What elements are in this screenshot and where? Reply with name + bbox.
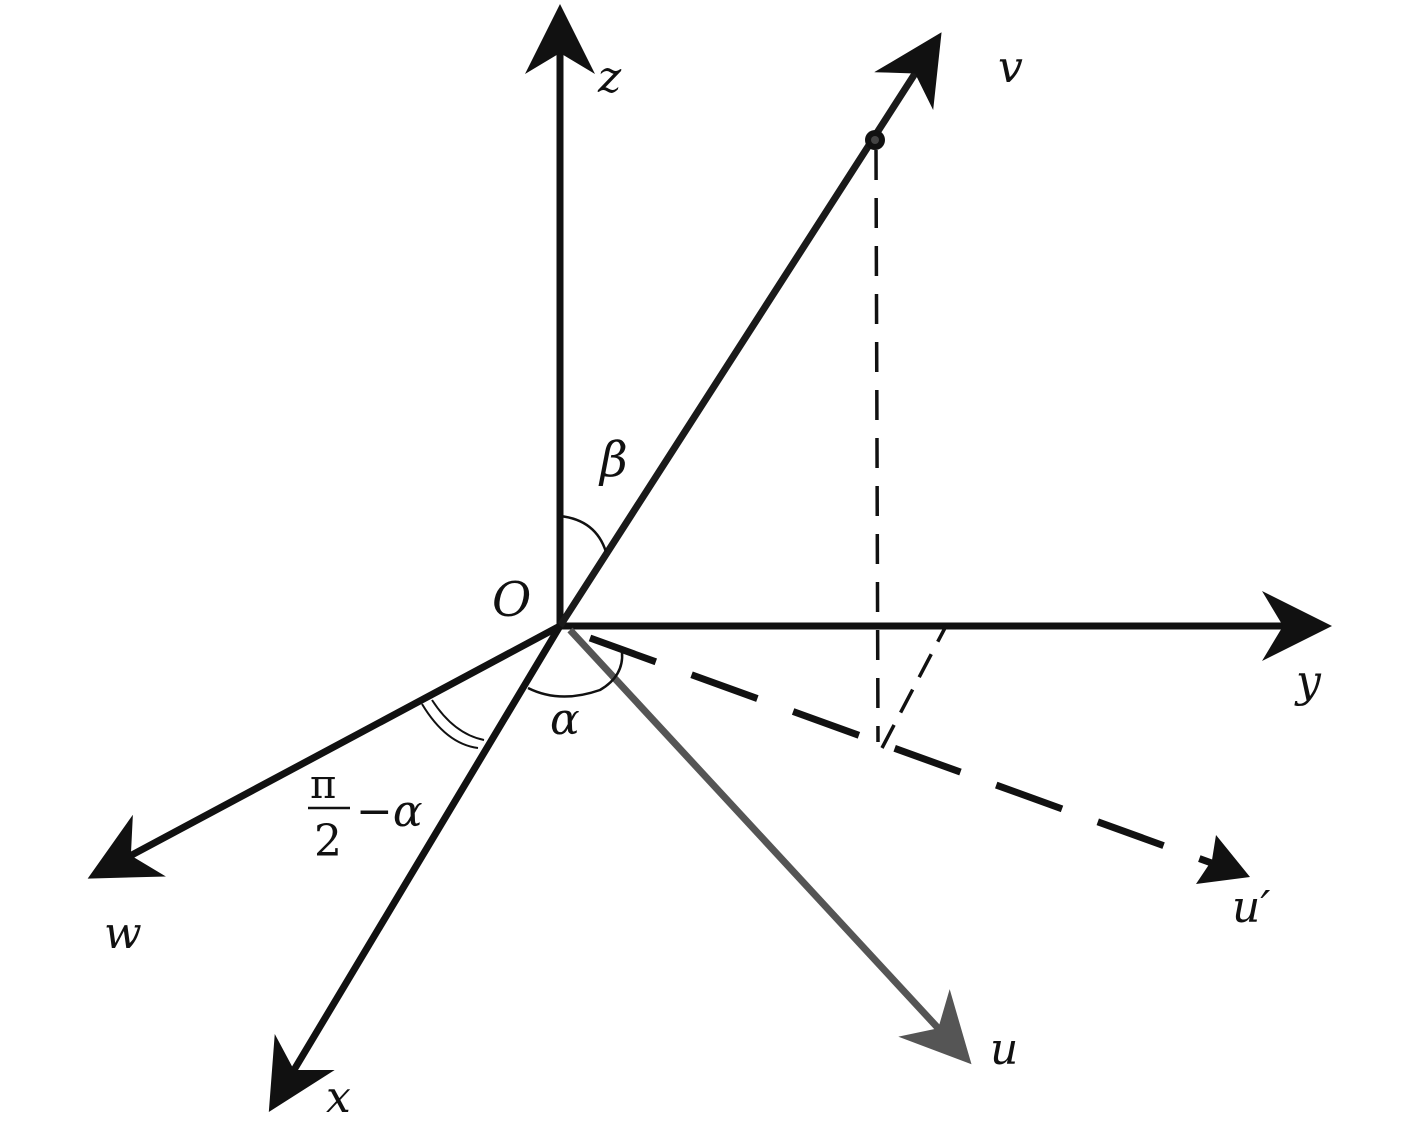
z-axis-label: z [597, 52, 622, 103]
alpha-arc [527, 651, 624, 698]
beta-label: β [598, 432, 628, 488]
complement-suffix: −α [356, 786, 423, 837]
u-prime-arrowhead [1196, 835, 1250, 884]
w-axis-label: w [104, 908, 142, 959]
complement-arc-outer [421, 703, 479, 749]
w-axis [87, 622, 562, 879]
origin-label: O [492, 572, 531, 628]
u-prime-axis [588, 634, 1244, 878]
complement-denominator: 2 [314, 816, 342, 867]
projection-vertical-dashed [874, 149, 880, 743]
y-axis-label: y [1294, 656, 1322, 707]
alpha-label: α [550, 694, 580, 745]
complement-numerator: π [310, 762, 336, 808]
u-axis-label: u [990, 1024, 1018, 1075]
u-prime-axis-label: u′ [1232, 882, 1270, 933]
complement-arc-inner [431, 699, 485, 741]
x-axis [268, 624, 564, 1113]
projection-slant-dashed [880, 625, 948, 749]
x-axis-label: x [326, 1072, 351, 1122]
beta-arc [559, 514, 608, 553]
v-axis-label: v [998, 42, 1023, 93]
u-axis [567, 627, 972, 1065]
point-on-v-highlight [871, 136, 879, 144]
